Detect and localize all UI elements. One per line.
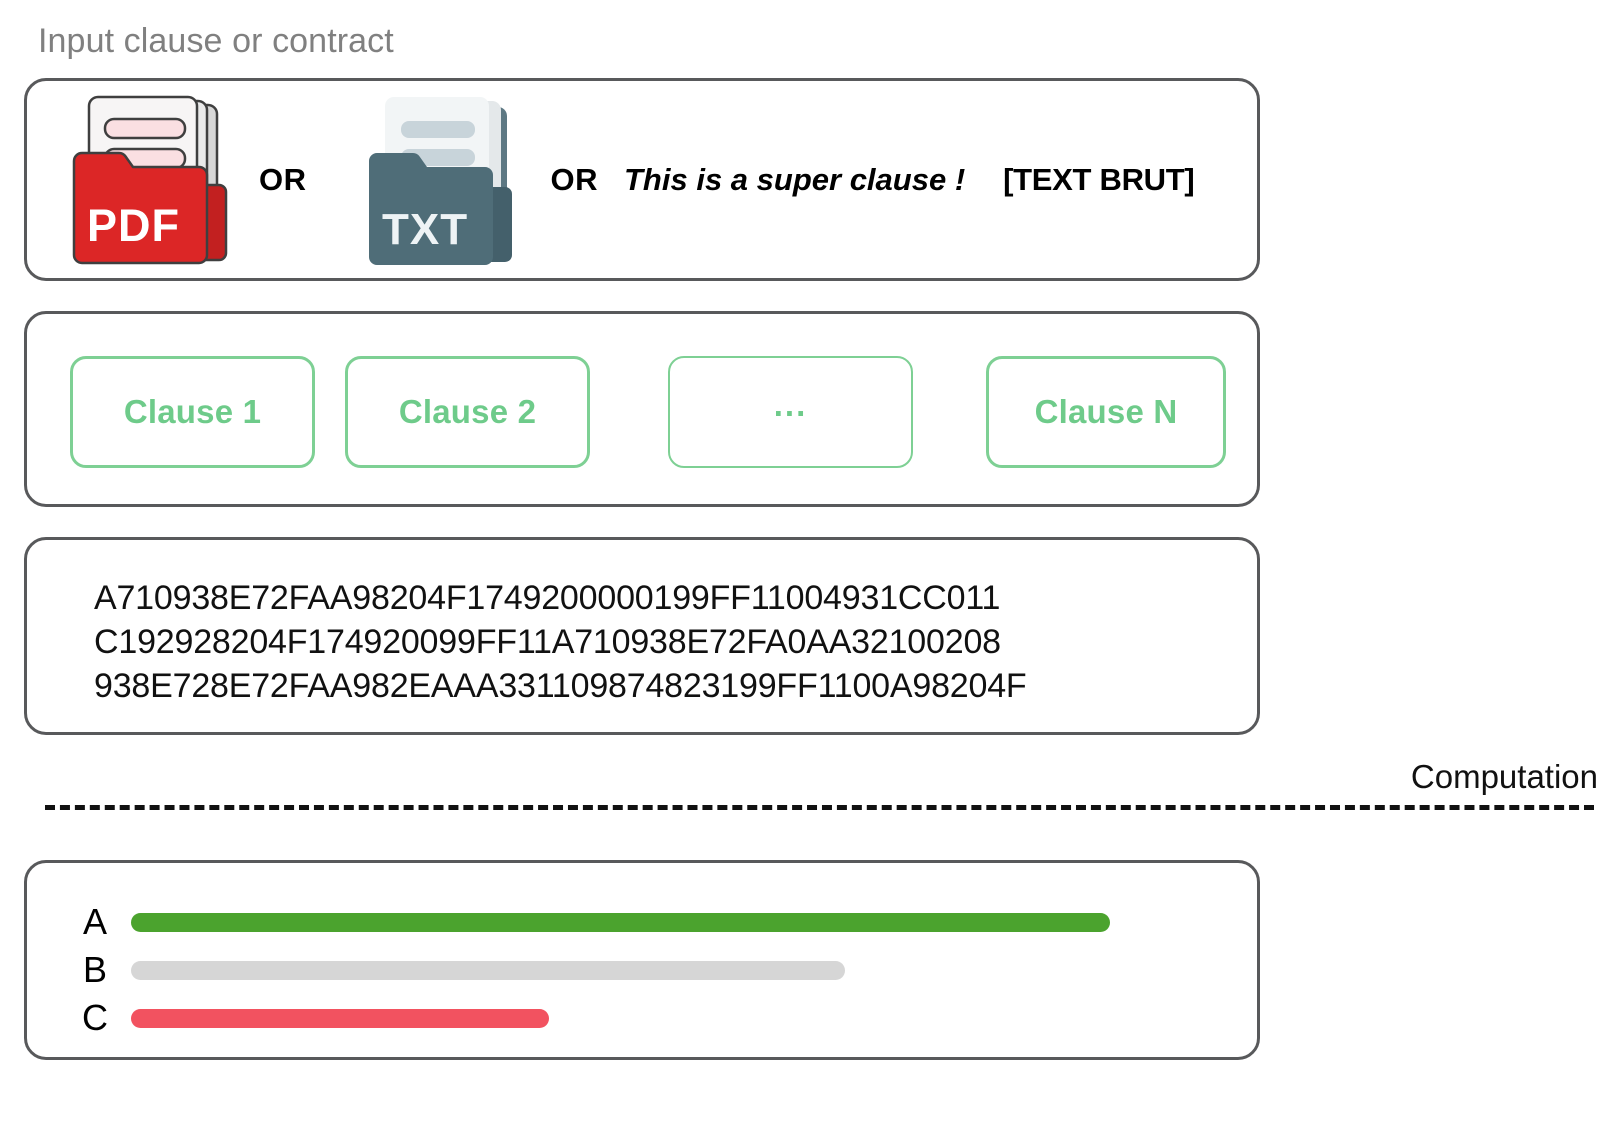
txt-file-icon[interactable]: TXT bbox=[363, 89, 523, 271]
hash-text-block: A710938E72FAA98204F1749200000199FF110049… bbox=[94, 576, 1027, 708]
computation-divider bbox=[45, 805, 1594, 810]
or-separator-2: OR bbox=[550, 161, 598, 197]
clause-chip-2[interactable]: Clause 2 bbox=[345, 356, 590, 468]
svg-text:PDF: PDF bbox=[87, 200, 180, 251]
input-panel: PDF OR TXT OR This is a s bbox=[24, 78, 1260, 281]
clauses-panel: Clause 1 Clause 2 ... Clause N bbox=[24, 311, 1260, 507]
clause-chip-ellipsis-label: ... bbox=[773, 386, 808, 423]
hash-line-2: C192928204F174920099FF11A710938E72FA0AA3… bbox=[94, 623, 1001, 661]
input-row: PDF OR TXT OR This is a s bbox=[27, 81, 1257, 278]
hash-panel: A710938E72FAA98204F1749200000199FF110049… bbox=[24, 537, 1260, 735]
svg-text:TXT: TXT bbox=[382, 205, 468, 254]
computation-label: Computation bbox=[1410, 758, 1598, 795]
clause-chip-1-label: Clause 1 bbox=[123, 393, 262, 430]
clause-chip-2-label: Clause 2 bbox=[398, 393, 537, 430]
pdf-file-icon[interactable]: PDF bbox=[65, 89, 229, 271]
or-separator-1: OR bbox=[259, 161, 307, 197]
result-bar-fill-b bbox=[131, 960, 845, 980]
raw-text-tag: [TEXT BRUT] bbox=[1003, 161, 1195, 197]
result-bar-fill-a bbox=[131, 912, 1111, 932]
clause-chip-n-label: Clause N bbox=[1034, 393, 1178, 430]
clause-chip-n[interactable]: Clause N bbox=[986, 356, 1226, 468]
result-label-c: C bbox=[82, 997, 108, 1038]
result-label-a: A bbox=[82, 901, 107, 942]
clause-chip-1[interactable]: Clause 1 bbox=[70, 356, 315, 468]
page-title: Input clause or contract bbox=[38, 22, 394, 60]
result-bar-track-a bbox=[131, 912, 1111, 932]
result-bar-track-b bbox=[131, 960, 845, 980]
result-bar-track-c bbox=[131, 1008, 550, 1028]
result-label-b: B bbox=[82, 949, 107, 990]
results-panel: A B C bbox=[24, 860, 1260, 1060]
clause-chip-ellipsis[interactable]: ... bbox=[668, 356, 913, 468]
sample-clause-text: This is a super clause ! bbox=[624, 161, 966, 197]
hash-line-3: 938E728E72FAA982EAAA331109874823199FF110… bbox=[94, 667, 1027, 705]
hash-line-1: A710938E72FAA98204F1749200000199FF110049… bbox=[94, 579, 1001, 617]
result-bar-fill-c bbox=[131, 1008, 550, 1028]
